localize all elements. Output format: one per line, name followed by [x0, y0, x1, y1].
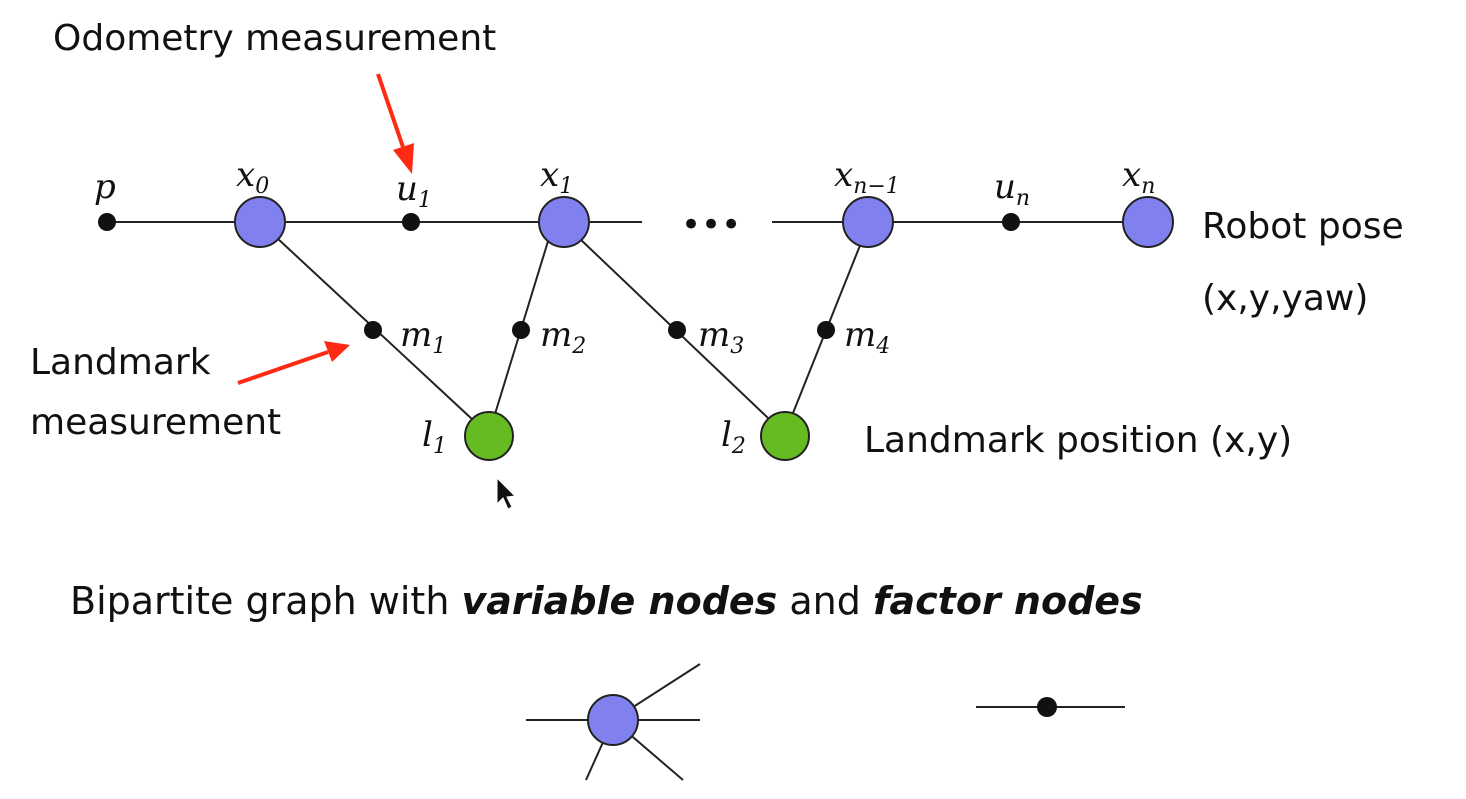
label-u1: u1 — [396, 169, 432, 213]
label-m4-sub: 4 — [875, 334, 890, 359]
factor-node-p — [98, 213, 116, 231]
caption: Bipartite graph with variable nodes and … — [70, 579, 1143, 623]
label-xn-sub: n — [1141, 174, 1155, 199]
label-un: un — [994, 167, 1030, 211]
label-m1-sub: 1 — [432, 334, 446, 359]
factor-node-un — [1002, 213, 1020, 231]
label-x0: x0 — [236, 155, 269, 199]
odometry-measurement-label: Odometry measurement — [53, 18, 496, 59]
label-xn-1-sub: n−1 — [853, 174, 900, 199]
odometry-arrow-icon — [376, 73, 414, 174]
pose-node-x0 — [234, 196, 286, 248]
label-l1-base: l — [422, 415, 433, 455]
label-m4-base: m — [844, 315, 876, 355]
legend-factor-node — [976, 697, 1125, 717]
legend-variable-node-circle — [587, 694, 639, 746]
label-x0-base: x — [236, 155, 255, 195]
factor-node-u1 — [402, 213, 420, 231]
robot-pose-label: Robot pose — [1202, 206, 1404, 247]
landmark-measurement-label-line1: Landmark — [30, 342, 211, 383]
legend-variable-node — [526, 663, 701, 781]
label-x1-base: x — [540, 155, 559, 195]
label-u1-base: u — [396, 169, 418, 209]
label-xn-base: x — [1122, 155, 1141, 195]
factor-node-m2 — [512, 321, 530, 339]
pose-node-x1 — [538, 196, 590, 248]
label-m2: m2 — [540, 315, 586, 359]
label-l2: l2 — [721, 415, 746, 459]
label-m1-base: m — [400, 315, 432, 355]
caption-middle: and — [777, 579, 873, 623]
label-l2-sub: 2 — [731, 434, 746, 459]
factor-node-m1 — [364, 321, 382, 339]
label-m4: m4 — [844, 315, 890, 359]
label-l1: l1 — [422, 415, 447, 459]
label-m2-base: m — [540, 315, 572, 355]
label-x1: x1 — [540, 155, 573, 199]
label-xn-1: xn−1 — [834, 155, 900, 199]
label-p: p — [94, 167, 116, 207]
label-m3-base: m — [698, 315, 730, 355]
label-un-base: u — [994, 167, 1016, 207]
landmark-node-l1 — [464, 411, 514, 461]
label-x0-sub: 0 — [255, 174, 269, 199]
label-m3-sub: 3 — [730, 334, 744, 359]
factor-node-m3 — [668, 321, 686, 339]
caption-prefix: Bipartite graph with — [70, 579, 462, 623]
label-xn: xn — [1122, 155, 1155, 199]
factor-node-m4 — [817, 321, 835, 339]
label-m3: m3 — [698, 315, 744, 359]
landmark-arrow-icon — [237, 341, 350, 385]
landmark-position-label: Landmark position (x,y) — [864, 420, 1292, 461]
label-un-sub: n — [1016, 186, 1030, 211]
robot-pose-dof-label: (x,y,yaw) — [1202, 278, 1368, 319]
legend-factor-node-dot — [1037, 697, 1057, 717]
label-l2-base: l — [721, 415, 732, 455]
label-m1: m1 — [400, 315, 446, 359]
caption-factor-nodes: factor nodes — [873, 579, 1143, 623]
caption-variable-nodes: variable nodes — [462, 579, 778, 623]
landmark-measurement-label-line2: measurement — [30, 402, 281, 443]
label-u1-sub: 1 — [418, 188, 432, 213]
label-l1-sub: 1 — [433, 434, 447, 459]
landmark-node-l2 — [760, 411, 810, 461]
pose-node-xn — [1122, 196, 1174, 248]
pose-node-xn-1 — [842, 196, 894, 248]
label-x1-sub: 1 — [559, 174, 573, 199]
label-xn-1-base: x — [834, 155, 853, 195]
label-m2-sub: 2 — [571, 334, 586, 359]
ellipsis: ••• — [681, 205, 741, 245]
mouse-cursor-icon — [496, 476, 517, 510]
